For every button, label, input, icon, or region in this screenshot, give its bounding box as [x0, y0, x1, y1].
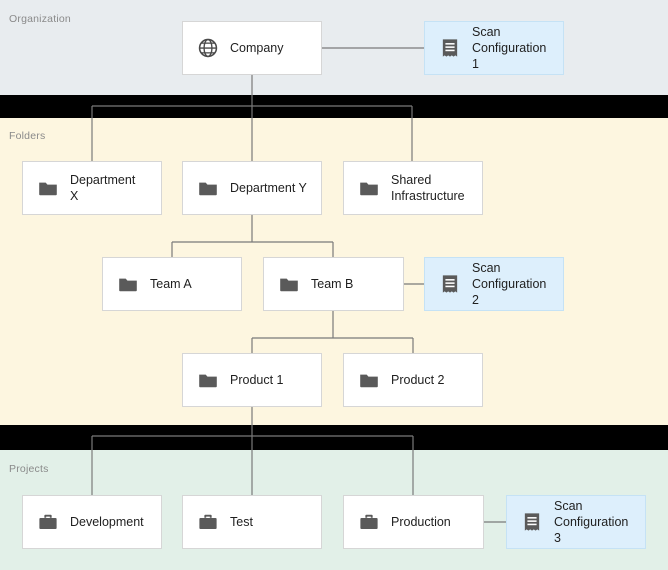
- node-department-x[interactable]: Department X: [22, 161, 162, 215]
- folder-icon: [280, 278, 298, 292]
- node-team-a[interactable]: Team A: [102, 257, 242, 311]
- folder-icon: [360, 374, 378, 388]
- node-scan-configuration-1[interactable]: Scan Configuration 1: [424, 21, 564, 75]
- node-label: Department X: [70, 173, 136, 203]
- node-label: Scan Configuration 1: [472, 25, 547, 71]
- node-label: Product 2: [391, 373, 445, 387]
- receipt-icon: [442, 39, 458, 57]
- node-label: Company: [230, 41, 284, 55]
- node-scan-configuration-3[interactable]: Scan Configuration 3: [506, 495, 646, 549]
- node-label: Test: [230, 515, 253, 529]
- node-label: Product 1: [230, 373, 284, 387]
- node-team-b[interactable]: Team B: [263, 257, 404, 311]
- briefcase-icon: [360, 514, 378, 530]
- node-product-2[interactable]: Product 2: [343, 353, 483, 407]
- node-label: Scan Configuration 3: [554, 499, 629, 545]
- band-label-organization: Organization: [9, 13, 71, 25]
- band-label-folders: Folders: [9, 130, 46, 142]
- node-label: Shared Infrastructure: [391, 173, 465, 203]
- node-scan-configuration-2[interactable]: Scan Configuration 2: [424, 257, 564, 311]
- node-shared-infrastructure[interactable]: Shared Infrastructure: [343, 161, 483, 215]
- node-label: Scan Configuration 2: [472, 261, 547, 307]
- folder-icon: [39, 182, 57, 196]
- folder-icon: [119, 278, 137, 292]
- node-label: Production: [391, 515, 451, 529]
- briefcase-icon: [39, 514, 57, 530]
- node-development[interactable]: Development: [22, 495, 162, 549]
- receipt-icon: [524, 513, 540, 531]
- node-label: Team A: [150, 277, 192, 291]
- node-company[interactable]: Company: [182, 21, 322, 75]
- band-label-projects: Projects: [9, 463, 49, 475]
- node-label: Development: [70, 515, 144, 529]
- folder-icon: [199, 182, 217, 196]
- node-label: Team B: [311, 277, 354, 291]
- briefcase-icon: [199, 514, 217, 530]
- folder-icon: [360, 182, 378, 196]
- node-production[interactable]: Production: [343, 495, 484, 549]
- globe-icon: [198, 38, 218, 58]
- node-department-y[interactable]: Department Y: [182, 161, 322, 215]
- node-label: Department Y: [230, 181, 307, 195]
- folder-icon: [199, 374, 217, 388]
- receipt-icon: [442, 275, 458, 293]
- node-product-1[interactable]: Product 1: [182, 353, 322, 407]
- band-organization: [0, 0, 668, 95]
- node-test[interactable]: Test: [182, 495, 322, 549]
